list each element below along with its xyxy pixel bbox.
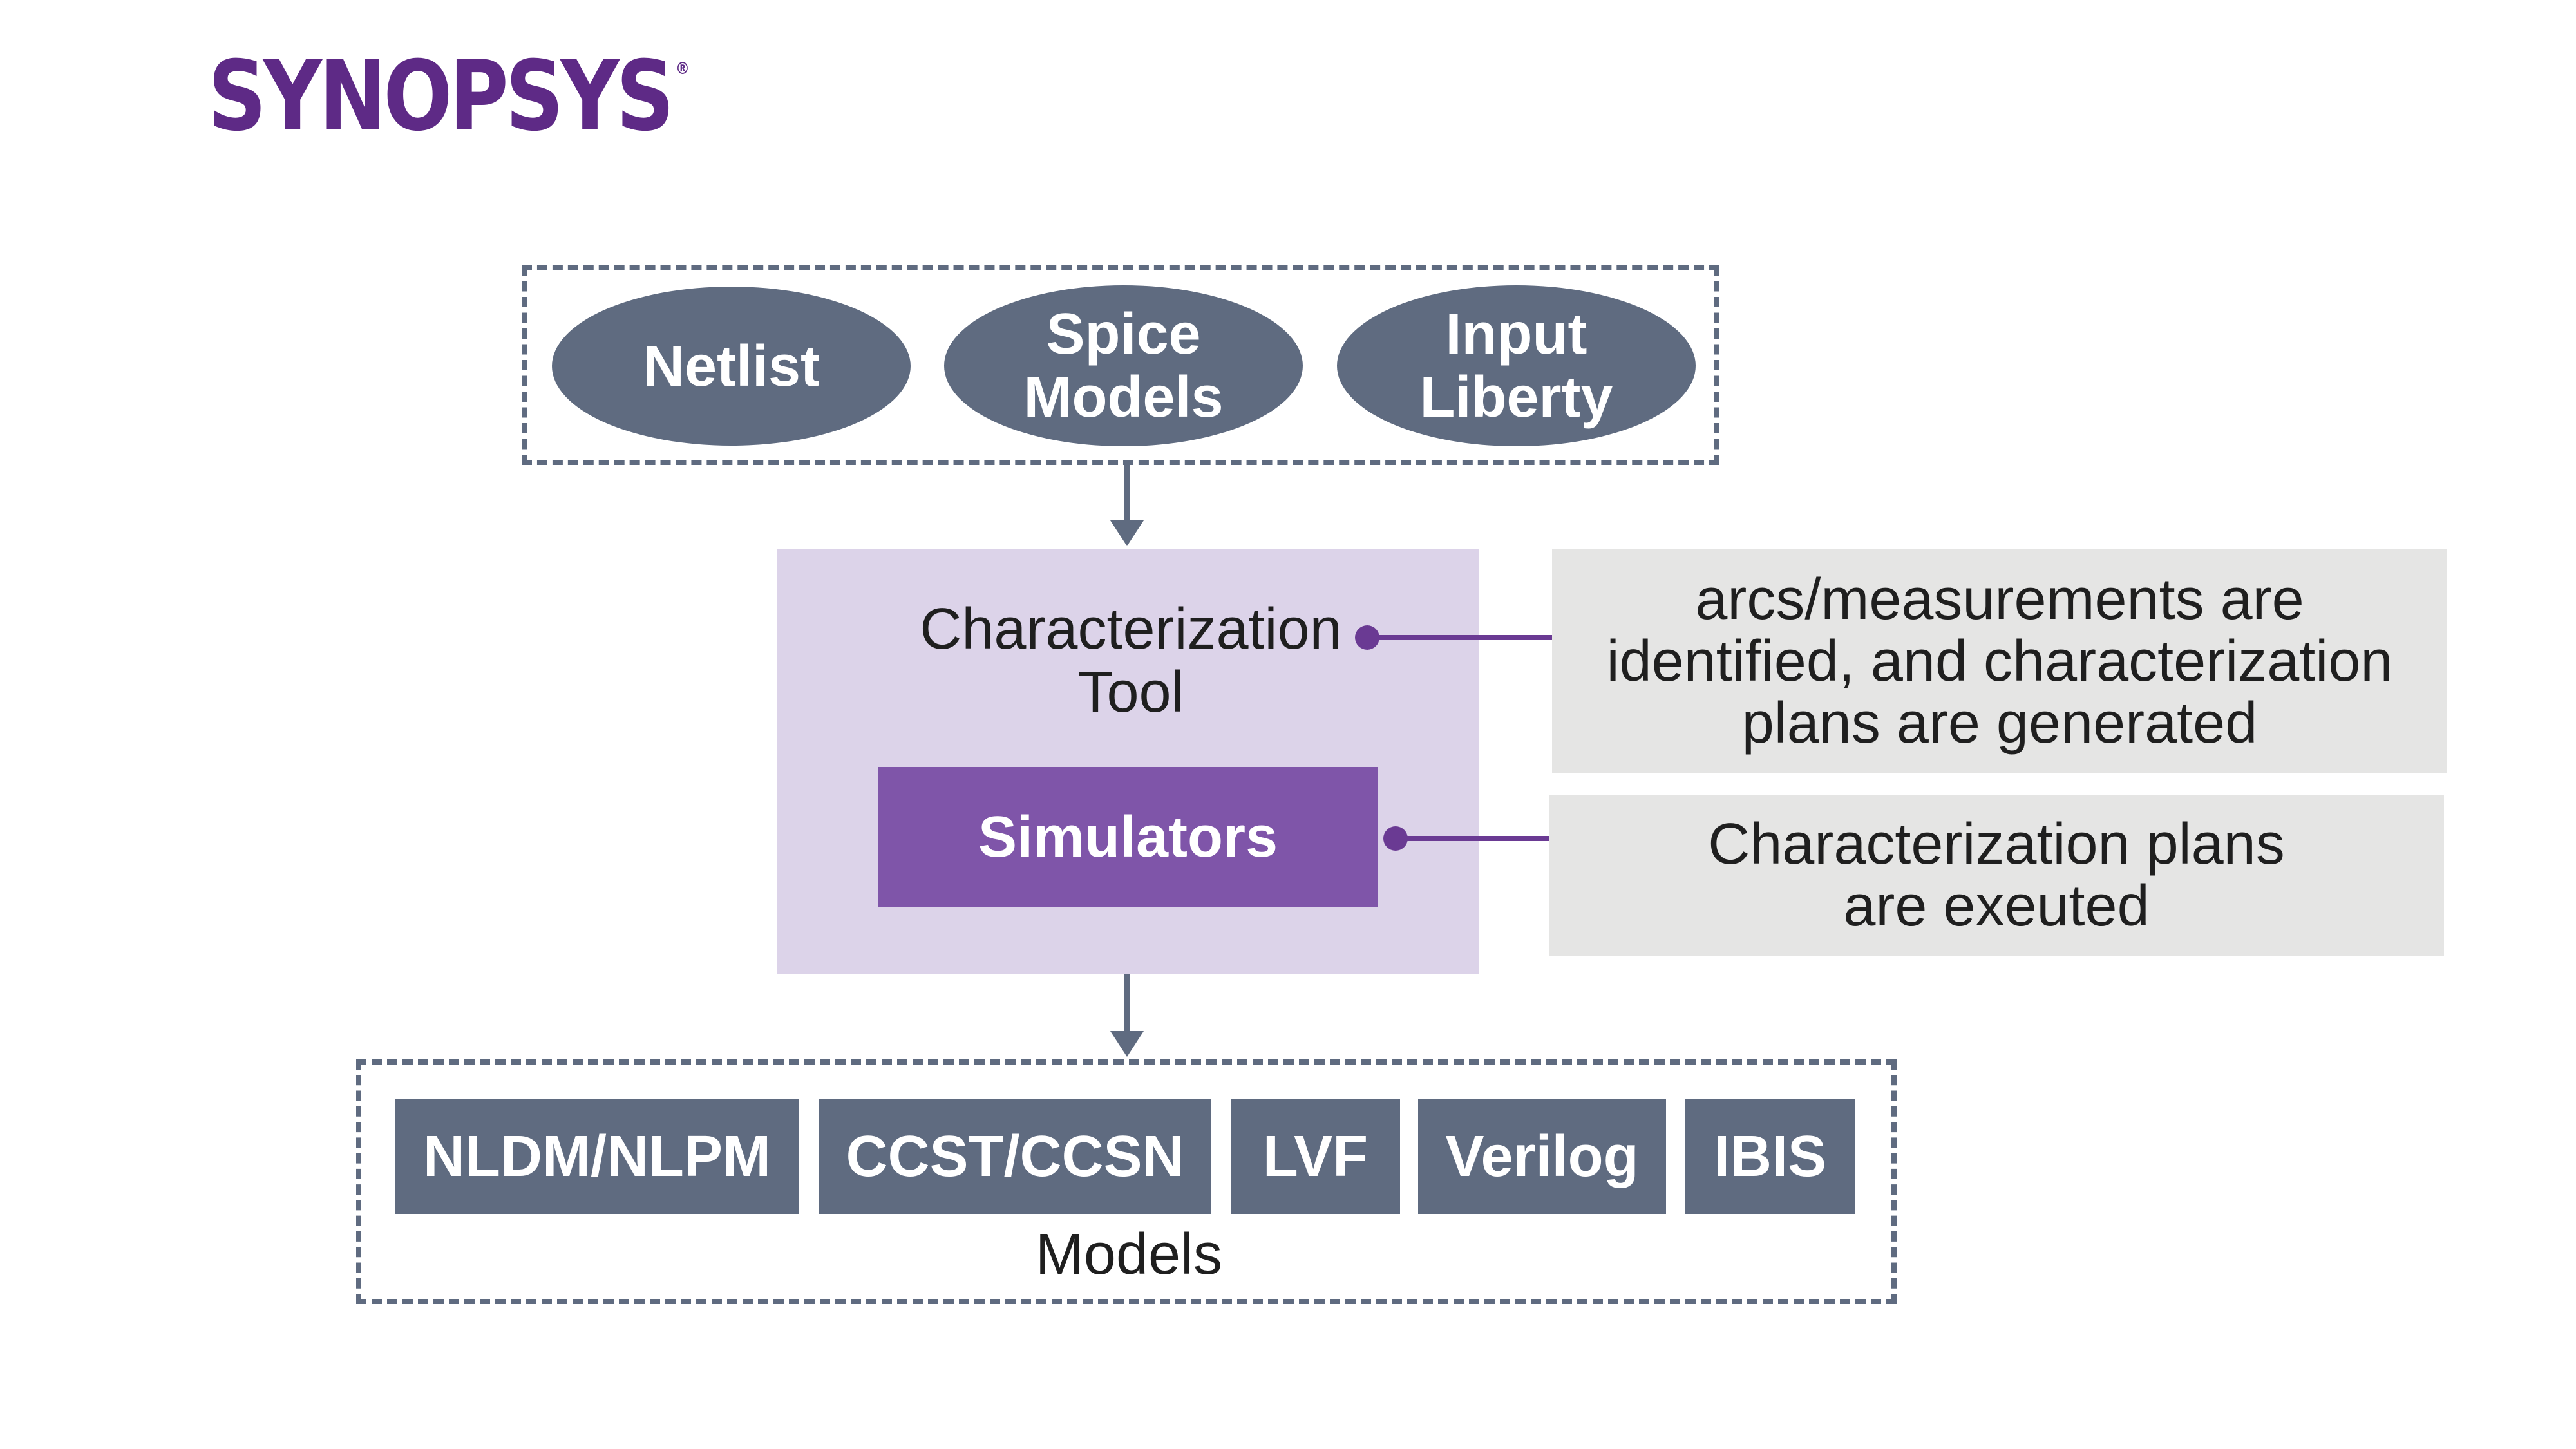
input-netlist-label: Netlist	[642, 334, 820, 399]
simulators-note-line1: Characterization plans	[1708, 812, 2285, 876]
input-liberty: Input Liberty	[1337, 285, 1696, 446]
model-ibis-label: IBIS	[1713, 1124, 1827, 1189]
input-spice-models-line1: Spice	[1046, 302, 1201, 366]
model-verilog-label: Verilog	[1445, 1124, 1639, 1189]
simulators-note: Characterization plans are exeuted	[1549, 795, 2444, 956]
simulators-box: Simulators	[878, 767, 1378, 907]
synopsys-logo: SYNOPSYS ®	[208, 45, 690, 148]
input-spice-models-line2: Models	[1023, 365, 1224, 430]
tool-note-line3: plans are generated	[1741, 690, 2258, 755]
tool-note: arcs/measurements are identified, and ch…	[1552, 549, 2447, 773]
logo-registered-mark: ®	[676, 59, 690, 79]
model-nldm-nlpm-label: NLDM/NLPM	[423, 1124, 771, 1189]
arrow-inputs-to-tool-line	[1124, 465, 1130, 523]
tool-label-line1: Characterization	[920, 597, 1342, 661]
input-spice-models: Spice Models	[944, 285, 1303, 446]
tool-note-line2: identified, and characterization	[1606, 629, 2393, 694]
simulators-label: Simulators	[978, 804, 1278, 869]
model-ccst-ccsn-label: CCST/CCSN	[846, 1124, 1184, 1189]
models-group	[356, 1059, 1897, 1304]
arrow-tool-to-models-line	[1124, 974, 1130, 1034]
models-caption: Models	[1035, 1222, 1223, 1287]
model-lvf: LVF	[1231, 1099, 1400, 1214]
tool-label-line2: Tool	[1077, 660, 1184, 724]
model-verilog: Verilog	[1418, 1099, 1666, 1214]
tool-note-line1: arcs/measurements are	[1695, 567, 2304, 632]
arrow-inputs-to-tool-head	[1110, 520, 1144, 546]
simulators-connector-line	[1396, 836, 1549, 841]
simulators-note-line2: are exeuted	[1843, 874, 2150, 938]
input-liberty-line2: Liberty	[1419, 365, 1613, 430]
model-ibis: IBIS	[1685, 1099, 1855, 1214]
model-ccst-ccsn: CCST/CCSN	[819, 1099, 1211, 1214]
model-lvf-label: LVF	[1262, 1124, 1368, 1189]
input-netlist: Netlist	[552, 287, 911, 446]
inputs-group	[522, 265, 1719, 465]
logo-text: SYNOPSYS	[208, 41, 674, 153]
input-liberty-line1: Input	[1445, 302, 1587, 366]
characterization-tool-label: Characterization Tool	[867, 598, 1395, 724]
tool-connector-line	[1367, 635, 1552, 640]
arrow-tool-to-models-head	[1110, 1031, 1144, 1057]
model-nldm-nlpm: NLDM/NLPM	[395, 1099, 799, 1214]
